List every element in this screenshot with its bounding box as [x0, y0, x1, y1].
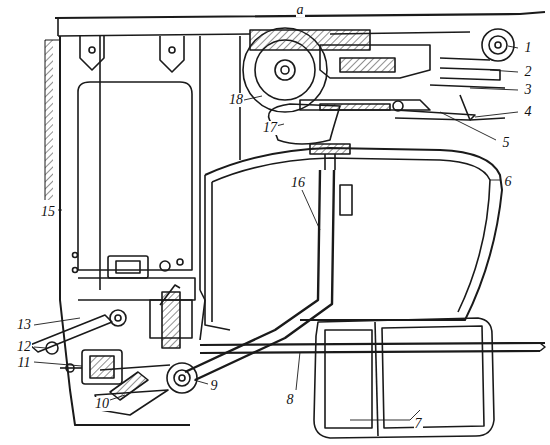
callout-number: 9 [210, 379, 219, 393]
callout-number: 7 [414, 417, 423, 431]
callout-number: 15 [40, 205, 56, 219]
callout-number: 4 [524, 105, 533, 119]
callout-number: 2 [524, 65, 533, 79]
callout-number: 18 [228, 93, 244, 107]
callout-number: a [296, 3, 305, 17]
callout-number: 12 [16, 340, 32, 354]
callout-number: 8 [286, 393, 295, 407]
callout-number: 3 [524, 83, 533, 97]
callout-number: 17 [262, 121, 278, 135]
callout-number: 1 [524, 41, 533, 55]
callout-number: 11 [17, 356, 32, 370]
callout-number: 6 [504, 175, 513, 189]
callout-number: 16 [290, 176, 306, 190]
callout-number: 5 [502, 136, 511, 150]
callout-number: 13 [16, 318, 32, 332]
callout-number: 10 [94, 397, 110, 411]
